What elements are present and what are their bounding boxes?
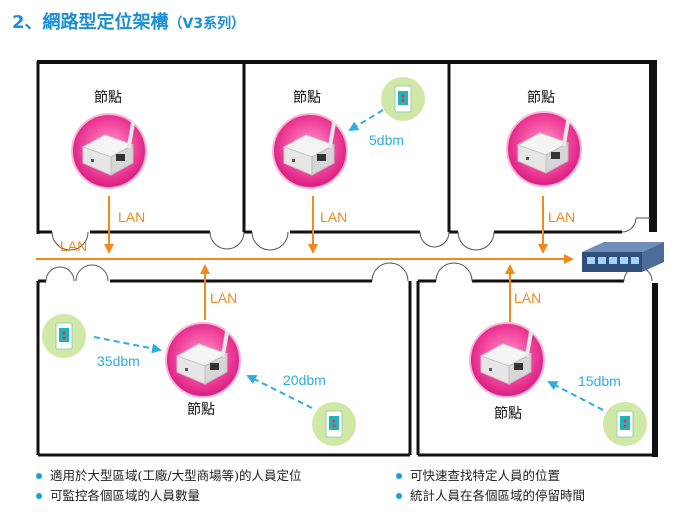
network-switch-icon [582, 242, 664, 272]
bullet-dot-icon [396, 473, 402, 479]
node-icon-room2 [271, 112, 349, 190]
signal-label-right: 15dbm [578, 373, 621, 389]
network-diagram: LAN LAN LAN LAN LAN LAN 節點 節點 節點 節點 節點 [36, 60, 664, 457]
tag-icon-room2 [380, 76, 426, 122]
floor-plan-walls [36, 60, 658, 457]
tag-icon-left [41, 313, 87, 359]
signal-label-room2: 5dbm [369, 132, 404, 148]
list-item: 統計人員在各個區域的停留時間 [396, 486, 585, 506]
list-item: 適用於大型區域(工廠/大型商場等)的人員定位 [36, 466, 396, 486]
signal-arrow-right [547, 381, 604, 411]
bullet-dot-icon [36, 473, 42, 479]
signal-arrow-left [93, 336, 162, 354]
lan-label-room3: LAN [548, 209, 575, 225]
node-label-room2: 節點 [293, 89, 321, 106]
signal-arrow-mid [246, 375, 313, 409]
page-title: 2、網路型定位架構（V3系列） [12, 8, 245, 34]
lan-label-bus: LAN [60, 238, 87, 254]
title-sub: （V3系列） [168, 16, 246, 32]
tag-icon-right [602, 401, 648, 447]
node-icon-room5 [468, 321, 546, 399]
signal-label-left: 35dbm [97, 353, 140, 369]
door-arcs [45, 217, 653, 282]
signal-label-mid: 20dbm [283, 372, 326, 388]
node-label-room1: 節點 [94, 89, 122, 106]
node-icon-room3 [505, 110, 583, 188]
list-item: 可快速查找特定人員的位置 [396, 466, 560, 486]
lan-label-room4: LAN [210, 290, 237, 306]
node-icon-room1 [70, 112, 148, 190]
signal-arrow-room2 [348, 109, 384, 132]
title-main: 2、網路型定位架構 [12, 12, 169, 33]
node-label-room5: 節點 [494, 405, 522, 422]
bullet-dot-icon [36, 493, 42, 499]
node-label-room3: 節點 [527, 89, 555, 106]
lan-label-room5: LAN [514, 290, 541, 306]
tag-icon-mid [311, 401, 357, 447]
feature-list: 適用於大型區域(工廠/大型商場等)的人員定位 可快速查找特定人員的位置 可監控各… [36, 466, 676, 506]
lan-label-room2: LAN [320, 209, 347, 225]
node-label-room4: 節點 [187, 401, 215, 418]
bullet-dot-icon [396, 493, 402, 499]
list-item: 可監控各個區域的人員數量 [36, 486, 396, 506]
lan-label-room1: LAN [118, 209, 145, 225]
node-icon-room4 [164, 321, 242, 399]
